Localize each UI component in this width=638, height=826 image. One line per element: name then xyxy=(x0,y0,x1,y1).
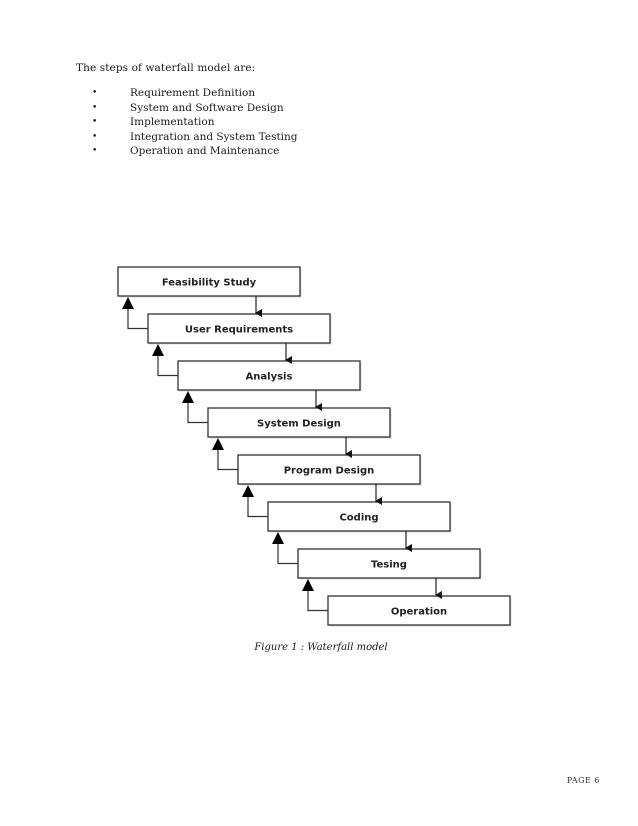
feedback-line xyxy=(127,308,148,330)
intro-text: The steps of waterfall model are: xyxy=(76,62,256,74)
connectors-layer xyxy=(122,296,442,612)
up-arrow-head xyxy=(302,579,314,591)
list-item: • Requirement Definition xyxy=(92,86,298,101)
up-arrow-head xyxy=(242,485,254,497)
stage-label: System Design xyxy=(257,419,341,430)
stage-rect xyxy=(117,266,301,297)
stage-box: System Design xyxy=(207,407,392,439)
bullet: • xyxy=(92,146,98,156)
bullet: • xyxy=(92,88,98,98)
stage-box: Operation xyxy=(327,595,512,627)
feedback-line xyxy=(247,496,268,518)
stage-rect xyxy=(147,313,331,344)
feedback-line xyxy=(217,449,238,471)
up-arrow-head xyxy=(122,297,134,309)
stage-rect xyxy=(267,501,451,532)
stage-label: Analysis xyxy=(246,372,293,383)
stage-label: Program Design xyxy=(284,466,375,477)
up-arrow-head xyxy=(182,391,194,403)
stage-rect xyxy=(297,548,481,579)
stage-connector xyxy=(212,437,352,471)
stage-box: Tesing xyxy=(297,548,482,580)
stage-connector xyxy=(152,343,292,377)
stage-label: Coding xyxy=(339,513,378,524)
stage-box: Coding xyxy=(267,501,452,533)
stage-connector xyxy=(272,531,412,565)
stage-label: Operation xyxy=(391,607,447,618)
stage-box: Analysis xyxy=(177,360,362,392)
page-number: PAGE 6 xyxy=(566,776,600,785)
stage-box: Program Design xyxy=(237,454,422,486)
stage-connector xyxy=(302,578,442,612)
list-item: • Operation and Maintenance xyxy=(92,144,298,159)
stage-box: User Requirements xyxy=(147,313,332,345)
step-label: Requirement Definition xyxy=(130,87,256,99)
step-label: Integration and System Testing xyxy=(130,130,298,143)
stage-connector xyxy=(182,390,322,424)
feedback-line xyxy=(307,590,328,612)
list-item: • System and Software Design xyxy=(92,101,298,116)
step-label: Operation and Maintenance xyxy=(130,145,280,157)
stage-connector xyxy=(122,296,262,330)
stage-rect xyxy=(237,454,421,485)
steps-list: • Requirement Definition • System and Soft… xyxy=(92,86,298,159)
feedback-line xyxy=(277,543,298,565)
step-label: Implementation xyxy=(130,116,215,128)
bullet: • xyxy=(92,102,98,113)
up-arrow-head xyxy=(152,344,164,356)
list-item: • Integration and System Testing xyxy=(92,130,298,145)
step-label: System and Software Design xyxy=(130,101,284,114)
stage-label: Feasibility Study xyxy=(162,278,257,289)
stage-box: Feasibility Study xyxy=(117,266,302,298)
figure-caption: Figure 1 : Waterfall model xyxy=(254,642,388,653)
up-arrow-head xyxy=(212,438,224,450)
bullet: • xyxy=(92,131,98,142)
stage-rect xyxy=(327,595,511,626)
stage-connector xyxy=(242,484,382,518)
list-item: • Implementation xyxy=(92,115,298,130)
stage-label: User Requirements xyxy=(185,325,293,336)
bullet: • xyxy=(92,117,98,127)
up-arrow-head xyxy=(272,532,284,544)
feedback-line xyxy=(187,402,208,424)
stage-label: Tesing xyxy=(371,560,407,571)
feedback-line xyxy=(157,355,178,377)
stage-rect xyxy=(177,360,361,391)
stage-rect xyxy=(207,407,391,438)
